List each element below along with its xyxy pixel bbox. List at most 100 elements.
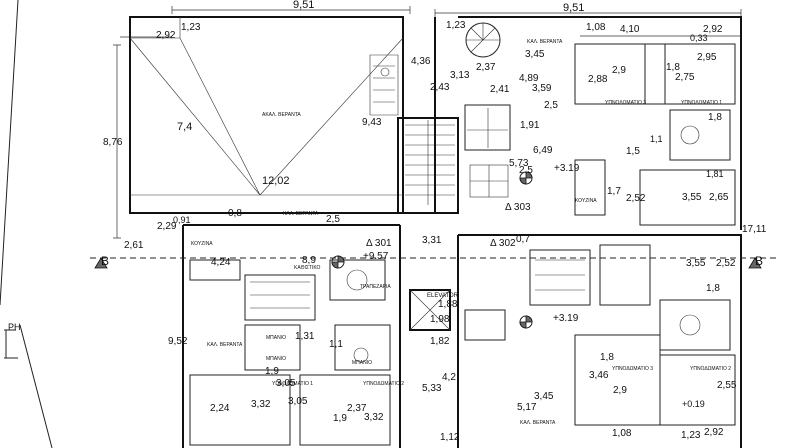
label-m-1-9: 1,9 [265,366,279,377]
label-m-3-32: 3,32 [251,399,271,410]
label-stair-2-37: 2,37 [476,62,496,73]
label-m-1-8-d: 1,8 [600,352,614,363]
label-k-2-65: 2,65 [709,192,729,203]
label-m-3-46: 3,46 [589,370,609,381]
north-east-apartment [434,16,742,230]
label-k-2-52: 2,52 [626,193,646,204]
label-m-3-05-b: 3,05 [288,396,308,407]
label-k-1-5: 1,5 [626,146,640,157]
label-m-1-23: 1,23 [681,430,701,441]
label-bed-2-mid: ΥΠΝΟΔΩΜΑΤΙΟ 2 [363,381,404,387]
label-left-edge: ΡΗ [8,322,21,332]
label-m-1-08-b: 1,08 [612,428,632,439]
label-stair-3-13: 3,13 [450,70,470,81]
label-k-1-8: 1,8 [666,62,680,73]
label-k-1-8-b: 1,8 [708,112,722,123]
label-terrace-12-02: 12,02 [262,175,290,187]
label-k-2-88: 2,88 [588,74,608,85]
label-stair-3-45: 3,45 [525,49,545,60]
label-k-108: 1,08 [586,22,606,33]
site-boundary [0,0,53,448]
label-veranda-bottom: ΚΑΛ. ΒΕΡΑΝΤΑ [520,420,556,426]
label-apt-302: Δ 302 [490,238,516,249]
label-m-3-45: 3,45 [534,391,554,402]
label-m-1-82: 1,82 [430,336,450,347]
label-k-0-33: 0,33 [690,33,708,43]
label-m-3-55: 3,55 [686,258,706,269]
label-m-2-61: 2,61 [124,240,144,251]
section-marks [90,257,780,269]
label-m-2-5: 2,5 [326,214,340,225]
label-living-mid: ΚΑΘΙΣΤΙΚΟ [294,265,321,271]
label-k-4-10: 4,10 [620,24,640,35]
label-b-label-right: B [755,254,763,268]
label-stair-2-41: 2,41 [490,84,510,95]
label-k-2-95: 2,95 [697,52,717,63]
top-dimension-lines [113,6,742,239]
label-veranda-mid: ΚΑΛ. ΒΕΡΑΝΤΑ [207,342,243,348]
label-apt-303: Δ 303 [505,202,531,213]
label-m-1-8-c: 1,8 [706,283,720,294]
label-m-2-24: 2,24 [210,403,230,414]
label-right-2-43: 2,43 [430,82,450,93]
label-stair-3-59: 3,59 [532,83,552,94]
west-apartment [182,224,401,448]
label-lvl-9-57: +9.57 [363,251,389,262]
label-bed-3-right: ΥΠΝΟΔΩΜΑΤΙΟ 3 [612,366,653,372]
label-terrace-label-top: ΑΚΑΛ. ΒΕΡΑΝΤΑ [262,112,301,118]
label-m-1-31: 1,31 [295,331,315,342]
label-bed-1-mid: ΥΠΝΟΔΩΜΑΤΙΟ 1 [272,381,313,387]
label-kitchen-top: ΚΟΥΖΙΝΑ [575,198,597,204]
label-k-1-7: 1,7 [607,186,621,197]
east-apartment [457,234,742,448]
label-m-2-9: 2,9 [613,385,627,396]
label-m-4-2: 4,2 [442,372,456,383]
label-m-1-98: 1,98 [430,314,450,325]
label-m-2-29: 2,29 [157,221,177,232]
label-terrace-9-43: 9,43 [362,117,382,128]
label-k-3-55: 3,55 [682,192,702,203]
label-m-9-52: 9,52 [168,336,188,347]
label-b-label-left: B [101,254,109,268]
label-veranda-top: ΚΑΛ. ΒΕΡΑΝΤΑ [527,39,563,45]
label-c-5-73: 5,73 [509,158,529,169]
label-stair-4-89: 4,89 [519,73,539,84]
label-m-5-33: 5,33 [422,383,442,394]
label-bath-mid-2: ΜΠΑΝΙΟ [266,356,286,362]
label-c-6-49: 6,49 [533,145,553,156]
label-top-left-1-23: 1,23 [181,22,201,33]
label-m-0-7: 0,7 [516,234,530,245]
label-c-2-5: 2,5 [544,100,558,111]
label-m-1-88: 1,88 [438,299,458,310]
label-lvl-3-19-mid: +3.19 [553,313,579,324]
label-top-left-2-92: 2,92 [156,30,176,41]
label-m-0-91: 0,91 [173,215,191,225]
label-m-3-32-b: 3,32 [364,412,384,423]
label-left-8-76: 8,76 [103,137,123,148]
label-lvl-3-19-top: +3.19 [554,163,580,174]
label-right-4-36: 4,36 [411,56,431,67]
central-core [397,22,501,331]
label-k-2-92: 2,92 [703,24,723,35]
label-m-0-19: +0.19 [682,399,705,409]
label-k-1-81: 1,81 [706,169,724,179]
label-apt-301: Δ 301 [366,238,392,249]
label-bath-2: ΜΠΑΝΙΟ [352,360,372,366]
label-terrace-label-2: ΚΑΛ. ΒΕΡΑΝΤΑ [283,211,319,217]
label-c-2-5-b: 2,5 [519,165,533,176]
label-m-2-55: 2,55 [717,380,737,391]
label-bath-mid: ΜΠΑΝΙΟ [266,335,286,341]
label-m-2-52: 2,52 [716,258,736,269]
label-stair-1-23: 1,23 [446,20,466,31]
level-markers [331,171,533,329]
label-m-1-9-b: 1,9 [333,413,347,424]
label-m-1-12: 1,12 [440,432,460,443]
label-k-2-75: 2,75 [675,72,695,83]
label-m-4-24: 4,24 [211,257,231,268]
label-k-17-11: 17,11 [742,224,767,235]
label-k-1-1: 1,1 [650,134,663,144]
label-m-2-37: 2,37 [347,403,367,414]
label-bed-3-top: ΥΠΝΟΔΩΜΑΤΙΟ 3 [605,100,646,106]
